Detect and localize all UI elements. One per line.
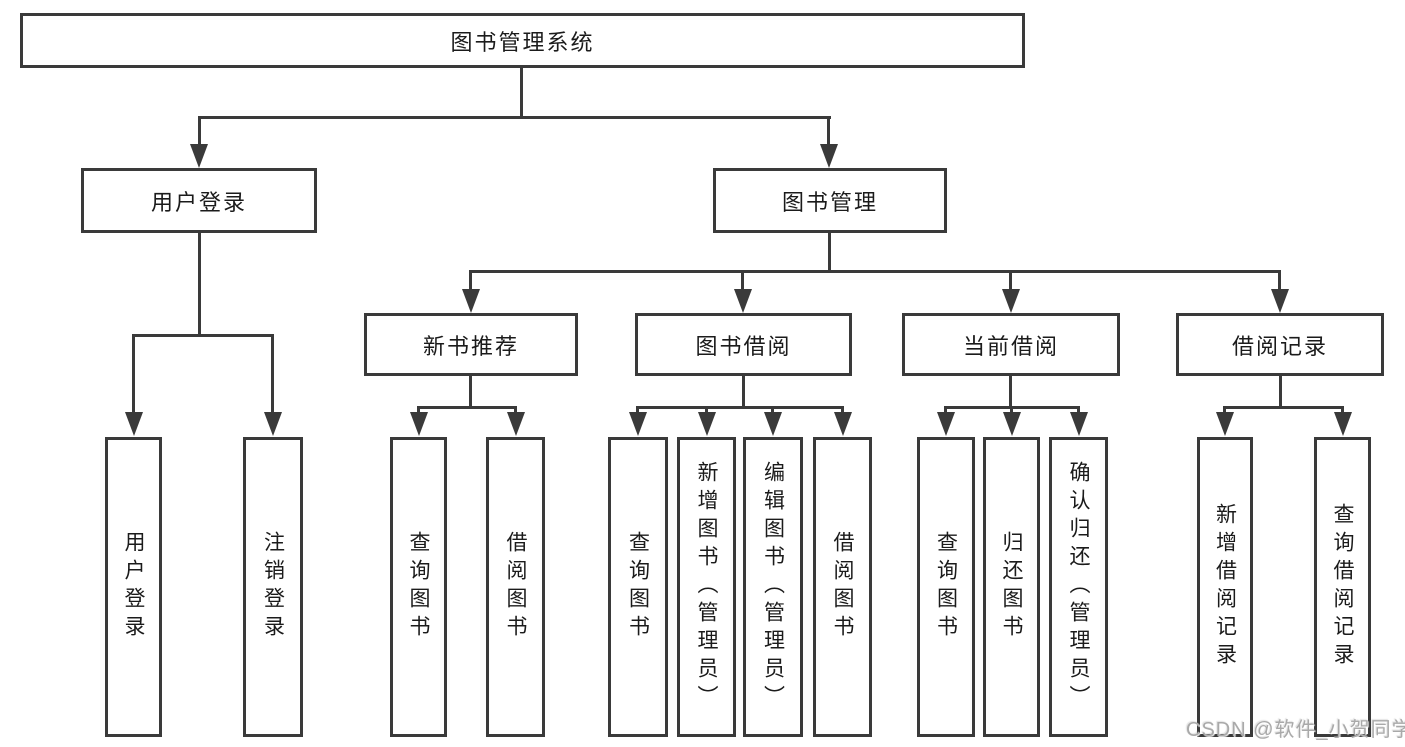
connector-arrow-shaft [469, 270, 472, 292]
node-book-management-label: 图书管理 [781, 189, 878, 215]
connector-arrow-shaft [132, 334, 135, 414]
connector-arrow-shaft [771, 406, 774, 415]
node-current-borrow: 当前借阅 [902, 313, 1120, 376]
connector-arrow-shaft [1010, 406, 1013, 415]
node-user-login-label: 用户登录 [150, 189, 247, 215]
arrowhead-down-icon [629, 412, 647, 436]
connector-arrow-shaft [1278, 270, 1281, 292]
leaf-current-query-books: 查询图书 [917, 437, 975, 737]
arrowhead-down-icon [190, 144, 208, 168]
connector-arrow-shaft [1223, 406, 1226, 415]
node-user-login: 用户登录 [81, 168, 317, 233]
connector-borrow-rail [636, 406, 843, 409]
connector-recommend-rail [417, 406, 517, 409]
leaf-add-books-admin: 新增图书（管理员） [677, 437, 736, 737]
connector-arrow-shaft [741, 270, 744, 292]
node-root: 图书管理系统 [20, 13, 1025, 68]
arrowhead-down-icon [820, 144, 838, 168]
connector-arrow-shaft [841, 406, 844, 415]
connector-arrow-shaft [636, 406, 639, 415]
node-root-label: 图书管理系统 [450, 29, 595, 55]
arrowhead-down-icon [462, 289, 480, 313]
arrowhead-down-icon [734, 289, 752, 313]
leaf-edit-books-admin-label: 编辑图书（管理员） [761, 461, 785, 713]
arrowhead-down-icon [834, 412, 852, 436]
arrowhead-down-icon [1216, 412, 1234, 436]
connector-mgmt-stem [828, 232, 831, 272]
arrowhead-down-icon [698, 412, 716, 436]
connector-records-rail [1224, 406, 1344, 409]
arrowhead-down-icon [937, 412, 955, 436]
connector-arrow-shaft [944, 406, 947, 415]
arrowhead-down-icon [1271, 289, 1289, 313]
leaf-user-login: 用户登录 [105, 437, 162, 737]
connector-login-rail [132, 334, 274, 337]
connector-arrow-shaft [705, 406, 708, 415]
leaf-user-login-label: 用户登录 [122, 531, 146, 643]
leaf-query-borrow-record: 查询借阅记录 [1314, 437, 1371, 737]
node-new-book-recommend: 新书推荐 [364, 313, 578, 376]
arrowhead-down-icon [764, 412, 782, 436]
leaf-recommend-borrow-books: 借阅图书 [486, 437, 545, 737]
node-current-borrow-label: 当前借阅 [962, 333, 1059, 359]
leaf-query-borrow-record-label: 查询借阅记录 [1331, 503, 1355, 671]
leaf-add-books-admin-label: 新增图书（管理员） [695, 461, 719, 713]
connector-root-rail [198, 116, 831, 119]
arrowhead-down-icon [1334, 412, 1352, 436]
arrowhead-down-icon [1002, 289, 1020, 313]
leaf-logout-label: 注销登录 [261, 531, 285, 643]
leaf-recommend-query-books-label: 查询图书 [407, 531, 431, 643]
arrowhead-down-icon [264, 412, 282, 436]
leaf-return-books: 归还图书 [983, 437, 1040, 737]
arrowhead-down-icon [125, 412, 143, 436]
leaf-recommend-query-books: 查询图书 [390, 437, 447, 737]
connector-arrow-shaft [1009, 270, 1012, 292]
leaf-logout: 注销登录 [243, 437, 303, 737]
leaf-confirm-return-admin: 确认归还（管理员） [1049, 437, 1108, 737]
node-book-management: 图书管理 [713, 168, 947, 233]
leaf-current-query-books-label: 查询图书 [934, 531, 958, 643]
leaf-borrow-books-label: 借阅图书 [831, 531, 855, 643]
node-book-borrow-label: 图书借阅 [695, 333, 792, 359]
connector-borrow-stem [742, 376, 745, 408]
leaf-return-books-label: 归还图书 [1000, 531, 1024, 643]
leaf-confirm-return-admin-label: 确认归还（管理员） [1067, 461, 1091, 713]
connector-level3-rail [470, 270, 1280, 273]
leaf-borrow-books: 借阅图书 [813, 437, 872, 737]
arrowhead-down-icon [507, 412, 525, 436]
node-borrow-records: 借阅记录 [1176, 313, 1384, 376]
leaf-edit-books-admin: 编辑图书（管理员） [743, 437, 803, 737]
connector-login-stem [198, 232, 201, 336]
connector-arrow-shaft [417, 406, 420, 415]
leaf-recommend-borrow-books-label: 借阅图书 [504, 531, 528, 643]
arrowhead-down-icon [1070, 412, 1088, 436]
connector-records-stem [1279, 376, 1282, 408]
connector-root-stem [520, 68, 523, 118]
connector-arrow-shaft [271, 334, 274, 414]
connector-arrow-shaft [198, 116, 201, 146]
connector-arrow-shaft [1077, 406, 1080, 415]
connector-recommend-stem [469, 376, 472, 408]
leaf-add-borrow-record: 新增借阅记录 [1197, 437, 1253, 737]
node-new-book-recommend-label: 新书推荐 [422, 333, 519, 359]
connector-arrow-shaft [514, 406, 517, 415]
connector-current-stem [1009, 376, 1012, 408]
node-book-borrow: 图书借阅 [635, 313, 852, 376]
connector-arrow-shaft [827, 116, 830, 146]
connector-arrow-shaft [1341, 406, 1344, 415]
arrowhead-down-icon [1003, 412, 1021, 436]
leaf-borrow-query-books: 查询图书 [608, 437, 668, 737]
leaf-add-borrow-record-label: 新增借阅记录 [1213, 503, 1237, 671]
arrowhead-down-icon [410, 412, 428, 436]
node-borrow-records-label: 借阅记录 [1231, 333, 1328, 359]
csdn-watermark: CSDN @软件_小贺同学 [1186, 719, 1405, 741]
leaf-borrow-query-books-label: 查询图书 [626, 531, 650, 643]
